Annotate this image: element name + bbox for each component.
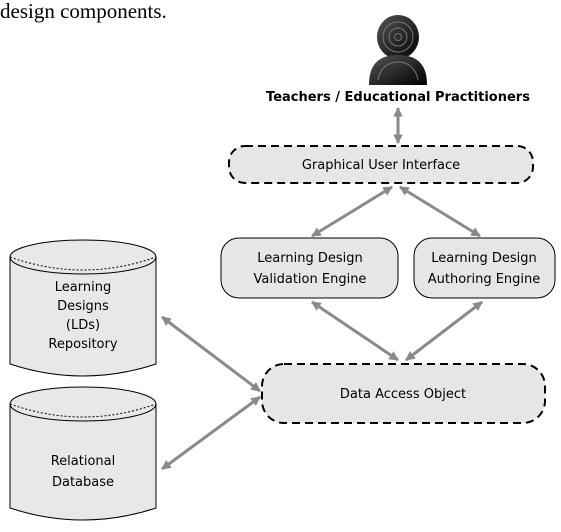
validation-engine-box: Learning Design Validation Engine bbox=[220, 237, 399, 299]
ld-repository-label-line4: Repository bbox=[48, 337, 117, 352]
validation-engine-label-line2: Validation Engine bbox=[254, 272, 367, 287]
arrow-gui-validation bbox=[311, 185, 393, 238]
figure-caption-fragment: design components. bbox=[0, 0, 167, 23]
actor-label: Teachers / Educational Practitioners bbox=[266, 90, 530, 105]
arrow-validation-dao bbox=[311, 300, 399, 362]
dao-label: Data Access Object bbox=[340, 387, 466, 402]
relational-db-cylinder: Relational Database bbox=[9, 386, 157, 521]
arrow-database-dao bbox=[161, 395, 261, 471]
arrow-gui-authoring bbox=[399, 185, 481, 238]
user-icon bbox=[369, 15, 427, 85]
dao-box: Data Access Object bbox=[261, 363, 546, 424]
gui-label: Graphical User Interface bbox=[302, 158, 460, 173]
arrow-authoring-dao bbox=[405, 300, 483, 362]
ld-repository-label-line2: Designs bbox=[57, 299, 109, 314]
ld-repository-cylinder: Learning Designs (LDs) Repository bbox=[9, 239, 157, 377]
arrow-repository-dao bbox=[161, 315, 261, 393]
validation-engine-label-line1: Learning Design bbox=[257, 251, 362, 266]
gui-box: Graphical User Interface bbox=[228, 145, 534, 184]
relational-db-label-line2: Database bbox=[52, 475, 114, 490]
authoring-engine-box: Learning Design Authoring Engine bbox=[413, 237, 556, 299]
ld-repository-label-line3: (LDs) bbox=[66, 318, 100, 333]
authoring-engine-label-line2: Authoring Engine bbox=[428, 272, 541, 287]
ld-repository-label-line1: Learning bbox=[55, 280, 111, 295]
relational-db-label-line1: Relational bbox=[51, 454, 116, 469]
authoring-engine-label-line1: Learning Design bbox=[431, 251, 536, 266]
connectors bbox=[161, 107, 483, 471]
